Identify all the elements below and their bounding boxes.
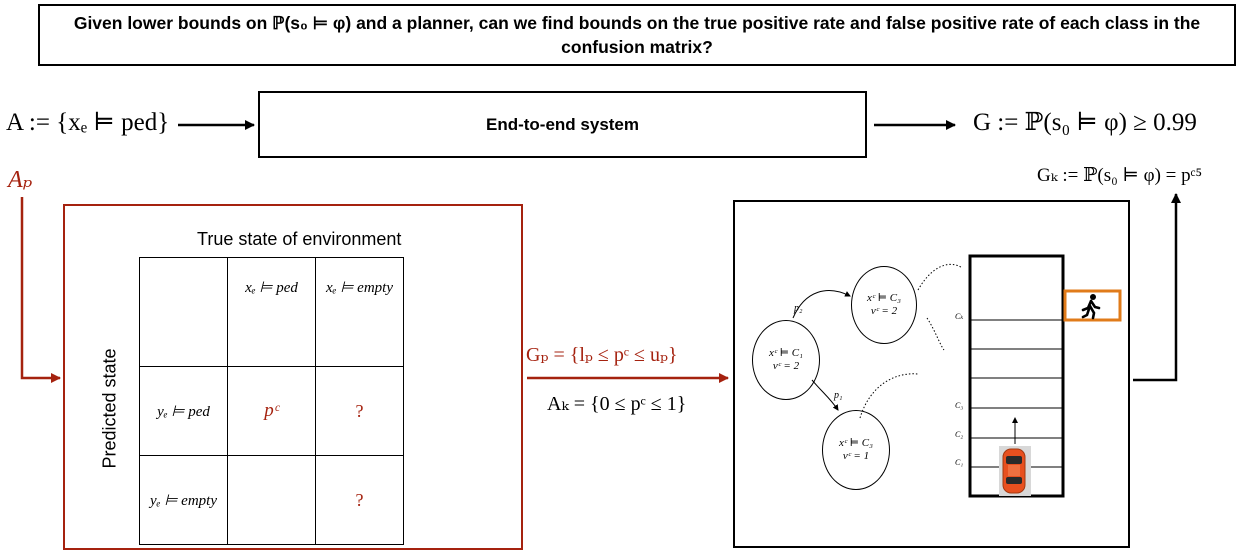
mc-state-c3-v2: xᶜ ⊨ C₃ vᶜ = 2 [851, 266, 917, 344]
pedestrian-icon [1081, 294, 1101, 320]
perception-box [63, 204, 523, 550]
arrow-planner-to-GK [1133, 193, 1181, 382]
research-question: Given lower bounds on ℙ(s₀ ⊨ φ) and a pl… [38, 4, 1236, 66]
state-label: vᶜ = 2 [772, 360, 800, 372]
state-label: vᶜ = 2 [870, 305, 898, 317]
cm-cell-true-positive: pᶜ [227, 366, 316, 456]
perception-guarantee: Gₚ = {lₚ ≤ pᶜ ≤ uₚ} [526, 344, 678, 366]
mc-state-c1: xᶜ ⊨ C₁ vᶜ = 2 [752, 320, 820, 400]
dotted-transition [926, 317, 945, 351]
planner-guarantee: Gₖ := ℙ(s₀ ⊨ φ) = pᶜ⁵ [1037, 165, 1203, 186]
cm-col-header-empty: xₑ ⊨ empty [315, 257, 404, 367]
perception-assumption: Aₚ [8, 167, 33, 193]
state-label: xᶜ ⊨ C₃ [867, 292, 901, 304]
cell-label-c3: C₃ [955, 401, 964, 410]
cell-label-c1: C₁ [955, 458, 964, 467]
state-label: xᶜ ⊨ C₃ [839, 437, 873, 449]
dotted-transition [917, 263, 963, 291]
confusion-matrix-col-title: True state of environment [197, 229, 402, 249]
edge-label-p1: p₁ [834, 390, 843, 401]
arrow-AP-to-perception [20, 197, 61, 383]
cm-cell-unknown: ? [315, 455, 404, 545]
state-label: xᶜ ⊨ C₁ [769, 347, 803, 359]
edge-c1-to-c3v1 [811, 379, 839, 411]
cell-label-ck: Cₖ [955, 312, 964, 321]
cell-label-c2: C₂ [955, 430, 964, 439]
state-label: vᶜ = 1 [842, 450, 870, 462]
assumption-A: A := {xₑ ⊨ ped} [6, 109, 170, 136]
cm-cell-empty [227, 455, 316, 545]
guarantee-G: G := ℙ(s₀ ⊨ φ) ≥ 0.99 [973, 109, 1197, 136]
planner-box [733, 200, 1130, 548]
planner-assumption: Aₖ = {0 ≤ pᶜ ≤ 1} [547, 393, 687, 415]
dotted-transition [859, 373, 919, 419]
car-icon [999, 446, 1031, 496]
confusion-matrix: xₑ ⊨ ped xₑ ⊨ empty yₑ ⊨ ped pᶜ ? yₑ ⊨ e… [139, 257, 404, 545]
end-to-end-system-box: End-to-end system [258, 91, 867, 158]
cm-row-header-empty: yₑ ⊨ empty [139, 455, 228, 545]
system-label: End-to-end system [485, 114, 640, 134]
mc-state-c3-v1: xᶜ ⊨ C₃ vᶜ = 1 [822, 410, 890, 490]
cm-row-header-ped: yₑ ⊨ ped [139, 366, 228, 456]
question-text: Given lower bounds on ℙ(s₀ ⊨ φ) and a pl… [73, 13, 1201, 57]
edge-c1-to-c3v2 [792, 290, 851, 319]
